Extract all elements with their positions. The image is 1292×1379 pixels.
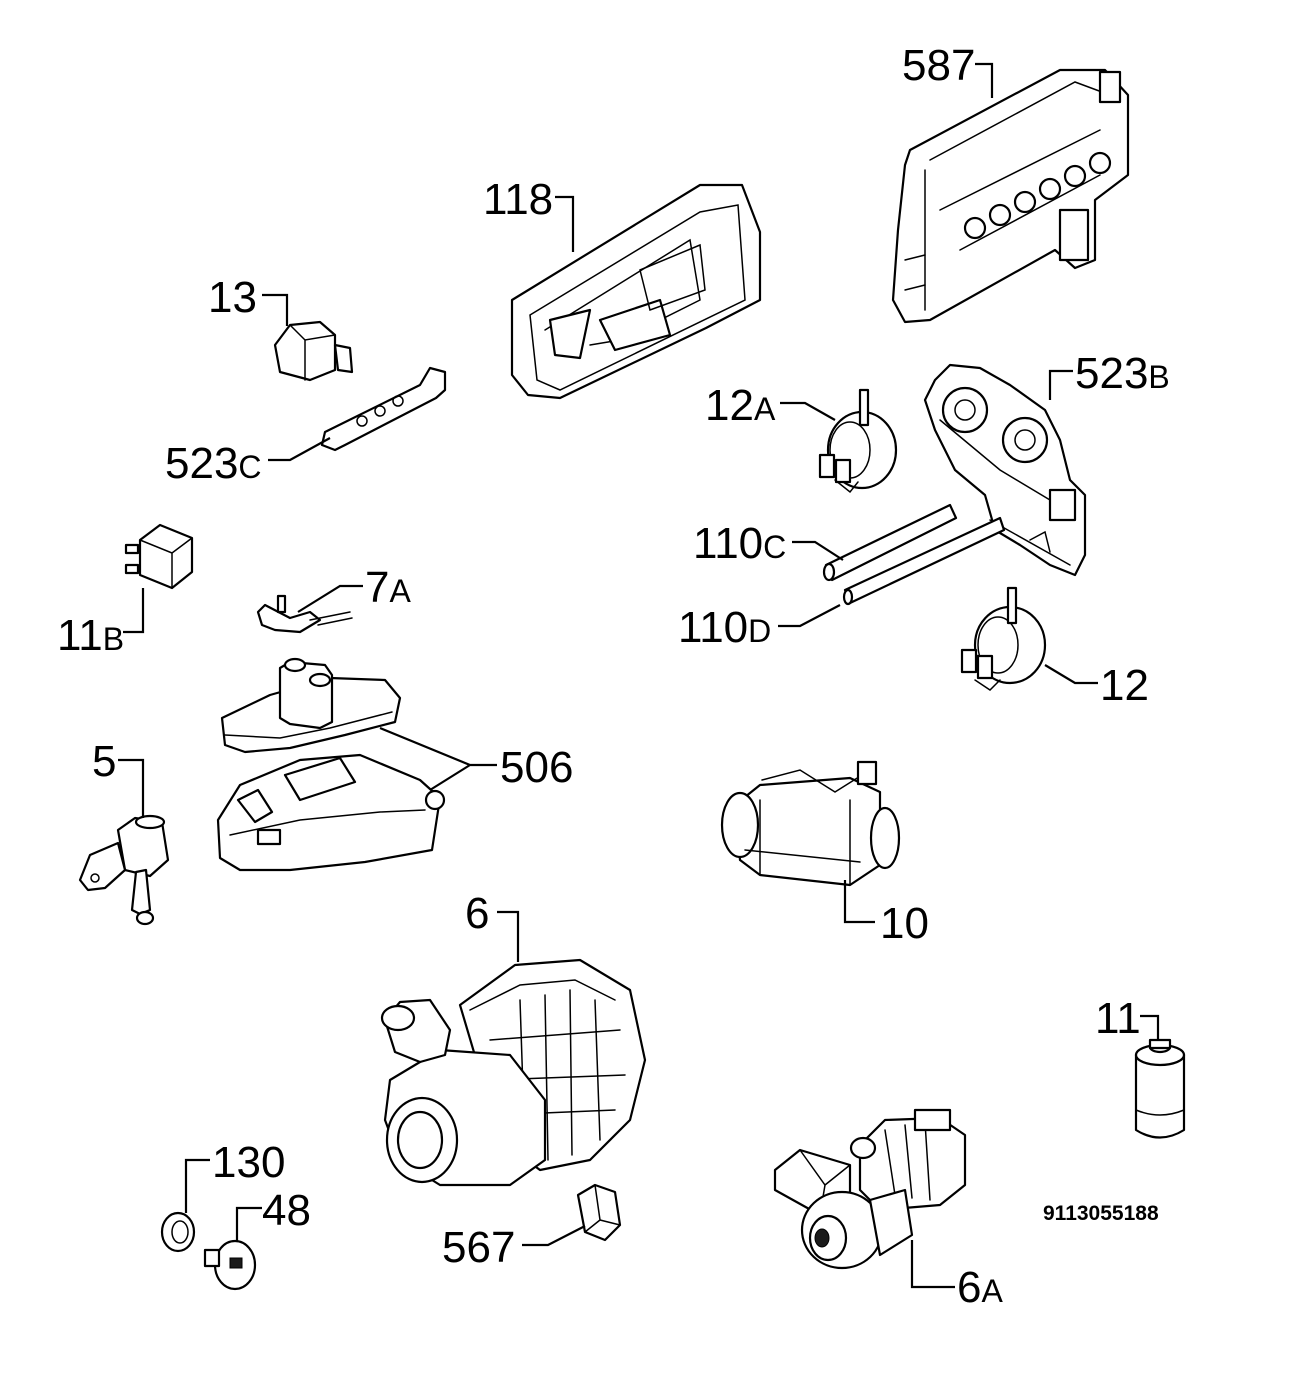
part-7a-clip (256, 594, 353, 634)
leader-110d (778, 604, 841, 628)
part-11-capacitor (1134, 1038, 1186, 1139)
callout-118: 118 (483, 175, 553, 224)
callout-48: 48 (262, 1186, 311, 1235)
callout-12: 12 (1100, 661, 1149, 710)
leader-6a (910, 1240, 955, 1289)
part-118-detergent-dispenser (510, 183, 762, 400)
part-110d-hose (842, 516, 1006, 606)
callout-7a: 7A (365, 563, 411, 612)
callout-506: 506 (500, 743, 573, 792)
leader-48 (235, 1206, 262, 1242)
part-523c-bracket (320, 366, 447, 452)
leader-12 (1044, 664, 1098, 685)
part-110c-hose (822, 503, 958, 582)
leader-10 (843, 880, 875, 924)
part-5-inlet-valve (78, 814, 170, 926)
leader-13 (262, 293, 289, 326)
callout-12a: 12A (705, 381, 776, 430)
callout-110c: 110C (693, 519, 786, 568)
leader-523b (1048, 369, 1073, 400)
part-11b-relay (124, 523, 194, 590)
callout-587: 587 (902, 41, 975, 90)
leader-110c (792, 540, 844, 561)
part-6-circulation-pump (380, 958, 647, 1187)
callout-13: 13 (208, 273, 257, 322)
callout-523c: 523C (165, 439, 262, 488)
part-523b-manifold (923, 363, 1087, 577)
leader-523c (268, 437, 331, 462)
leader-5 (118, 758, 145, 818)
part-506-housing (216, 657, 446, 872)
leader-11 (1140, 1014, 1160, 1040)
part-12a-pressure-switch (818, 388, 898, 494)
leader-11b (123, 588, 145, 634)
leader-6 (497, 910, 520, 962)
callout-110d: 110D (678, 603, 771, 652)
part-13-switch (273, 320, 354, 382)
callout-523b: 523B (1075, 349, 1170, 398)
part-567-clip (576, 1183, 622, 1242)
part-48-plug (203, 1239, 257, 1291)
part-130-seal-ring (160, 1211, 196, 1253)
part-6a-drain-pump (773, 1108, 967, 1270)
callout-5: 5 (92, 737, 116, 786)
leader-118 (555, 195, 575, 252)
leader-12a (780, 401, 836, 421)
callout-6a: 6A (957, 1263, 1003, 1312)
diagram-reference-number: 9113055188 (1043, 1202, 1159, 1225)
callout-567: 567 (442, 1223, 515, 1272)
leader-567 (522, 1225, 586, 1247)
part-10-heater (720, 760, 901, 887)
leader-130 (184, 1158, 210, 1213)
callout-130: 130 (212, 1138, 285, 1187)
leader-7a (297, 584, 363, 613)
part-587-control-module (891, 68, 1130, 324)
leader-506 (379, 726, 497, 791)
callout-6: 6 (465, 889, 489, 938)
callout-11b: 11B (57, 611, 124, 660)
callout-10: 10 (880, 899, 929, 948)
part-12-pressure-switch (960, 586, 1047, 691)
leader-587 (975, 62, 994, 98)
callout-11: 11 (1095, 994, 1141, 1043)
